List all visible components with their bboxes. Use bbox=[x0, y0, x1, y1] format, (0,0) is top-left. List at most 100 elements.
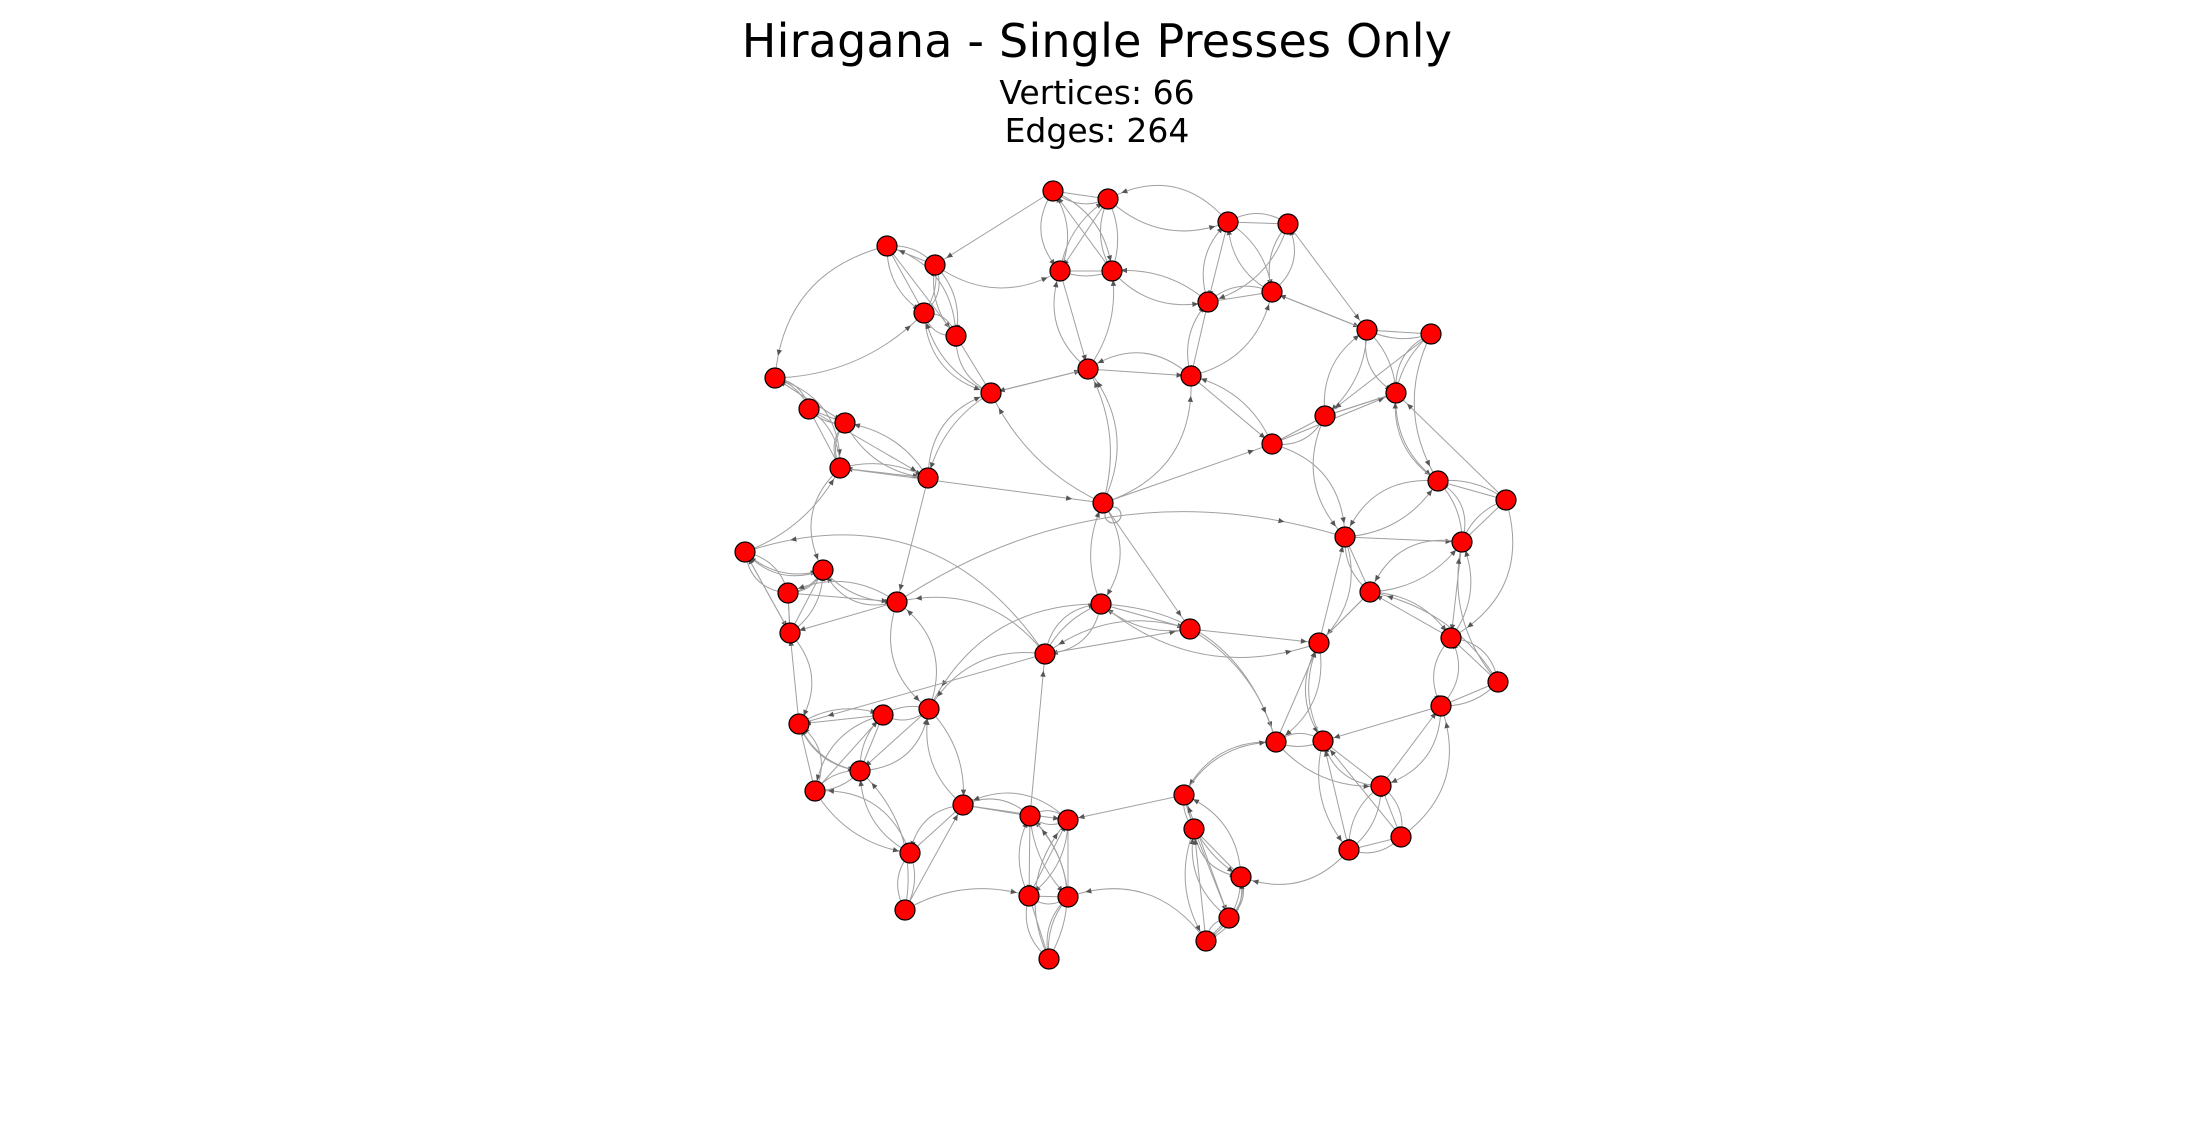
graph-edge bbox=[1344, 480, 1439, 538]
edge-arrowhead bbox=[1449, 624, 1456, 631]
edge-arrowhead bbox=[1285, 649, 1292, 656]
graph-edge bbox=[1202, 221, 1229, 303]
graph-edge bbox=[774, 312, 925, 379]
graph-edge bbox=[1240, 849, 1350, 885]
graph-node bbox=[1440, 627, 1462, 649]
edge-arrowhead bbox=[1041, 277, 1048, 283]
edge-arrowhead bbox=[827, 711, 835, 717]
graph-edge bbox=[1107, 198, 1119, 272]
edge-arrowhead bbox=[1363, 783, 1370, 789]
graph-edge bbox=[1344, 480, 1439, 538]
edge-arrowhead bbox=[1353, 313, 1360, 320]
graph-node bbox=[1077, 358, 1099, 380]
graph-node bbox=[1334, 526, 1356, 548]
edge-arrowhead bbox=[1192, 301, 1199, 308]
edge-arrowhead bbox=[1121, 188, 1128, 194]
edge-arrowhead bbox=[1176, 372, 1183, 378]
graph-node bbox=[1173, 784, 1195, 806]
edge-arrowhead bbox=[925, 322, 931, 330]
graph-node bbox=[1359, 581, 1381, 603]
edge-arrowhead bbox=[1058, 639, 1066, 645]
graph-node bbox=[1312, 730, 1334, 752]
graph-node bbox=[1385, 382, 1407, 404]
edge-arrowhead bbox=[1247, 449, 1255, 455]
edge-arrowhead bbox=[1193, 799, 1200, 805]
edge-arrowhead bbox=[1110, 279, 1117, 287]
graph-edge bbox=[1348, 785, 1382, 851]
graph-edge bbox=[896, 601, 937, 710]
graph-node bbox=[1218, 907, 1240, 929]
graph-node bbox=[952, 794, 974, 816]
edge-arrowhead bbox=[1041, 829, 1048, 836]
graph-node bbox=[1230, 866, 1252, 888]
graph-edge bbox=[896, 596, 1046, 655]
graph-edge bbox=[1400, 705, 1450, 838]
graph-edge bbox=[928, 708, 965, 806]
graph-edge bbox=[962, 792, 1069, 821]
graph-edge bbox=[934, 264, 1061, 289]
graph-edge bbox=[1207, 221, 1229, 303]
graph-node bbox=[1430, 695, 1452, 717]
edge-arrowhead bbox=[1386, 595, 1394, 601]
edge-arrowhead bbox=[1053, 281, 1059, 288]
graph-node bbox=[1092, 492, 1114, 514]
edge-arrowhead bbox=[1264, 304, 1270, 311]
graph-edge bbox=[1028, 815, 1031, 897]
graph-node bbox=[1034, 643, 1056, 665]
graph-edge bbox=[1324, 333, 1432, 417]
edge-arrowhead bbox=[1330, 749, 1337, 757]
graph-edge bbox=[896, 477, 929, 603]
edge-arrowhead bbox=[858, 780, 864, 787]
edge-arrowhead bbox=[798, 584, 805, 590]
graph-edge bbox=[774, 377, 841, 469]
graph-edge bbox=[1044, 628, 1191, 655]
graph-edge bbox=[1395, 392, 1439, 482]
edge-arrowhead bbox=[915, 595, 922, 601]
graph-node bbox=[1217, 211, 1239, 233]
graph-edge bbox=[1457, 541, 1499, 683]
graph-edge bbox=[1087, 368, 1192, 377]
edge-arrowhead bbox=[1467, 621, 1474, 628]
graph-edge bbox=[1029, 653, 1046, 817]
graph-edge bbox=[990, 392, 1104, 504]
graph-edge bbox=[1111, 269, 1209, 303]
edge-arrowhead bbox=[1208, 225, 1216, 231]
graph-node bbox=[798, 398, 820, 420]
graph-node bbox=[1049, 260, 1071, 282]
edge-arrowhead bbox=[1226, 866, 1234, 873]
graph-edge bbox=[1324, 392, 1397, 417]
graph-node bbox=[1097, 188, 1119, 210]
graph-edge bbox=[1018, 815, 1031, 897]
graph-node bbox=[1261, 433, 1283, 455]
graph-node bbox=[1180, 365, 1202, 387]
graph-node bbox=[1057, 809, 1079, 831]
graph-node bbox=[1451, 531, 1473, 553]
graph-node bbox=[886, 591, 908, 613]
edge-arrowhead bbox=[1097, 381, 1103, 389]
edge-arrowhead bbox=[1300, 638, 1307, 644]
edge-arrowhead bbox=[1200, 378, 1208, 384]
graph-node bbox=[1314, 405, 1336, 427]
edge-arrowhead bbox=[1260, 706, 1266, 714]
graph-node bbox=[1487, 671, 1509, 693]
graph-edge bbox=[886, 245, 925, 314]
graph-edge bbox=[1190, 375, 1273, 445]
graph-node bbox=[917, 467, 939, 489]
edge-arrowhead bbox=[1189, 838, 1195, 845]
edge-arrowhead bbox=[1278, 517, 1285, 524]
graph-node bbox=[812, 559, 834, 581]
graph-edge bbox=[1324, 329, 1368, 417]
edge-arrowhead bbox=[1424, 469, 1431, 476]
edge-arrowhead bbox=[1444, 722, 1450, 729]
edge-arrowhead bbox=[946, 252, 953, 258]
graph-node bbox=[764, 367, 786, 389]
edge-arrowhead bbox=[1464, 550, 1470, 557]
graph-edge bbox=[896, 511, 1346, 603]
graph-edge bbox=[1369, 591, 1452, 639]
graph-edge bbox=[1323, 329, 1368, 417]
edge-arrowhead bbox=[1107, 588, 1113, 596]
graph-edge bbox=[1348, 785, 1382, 851]
graph-edge bbox=[1318, 591, 1371, 644]
